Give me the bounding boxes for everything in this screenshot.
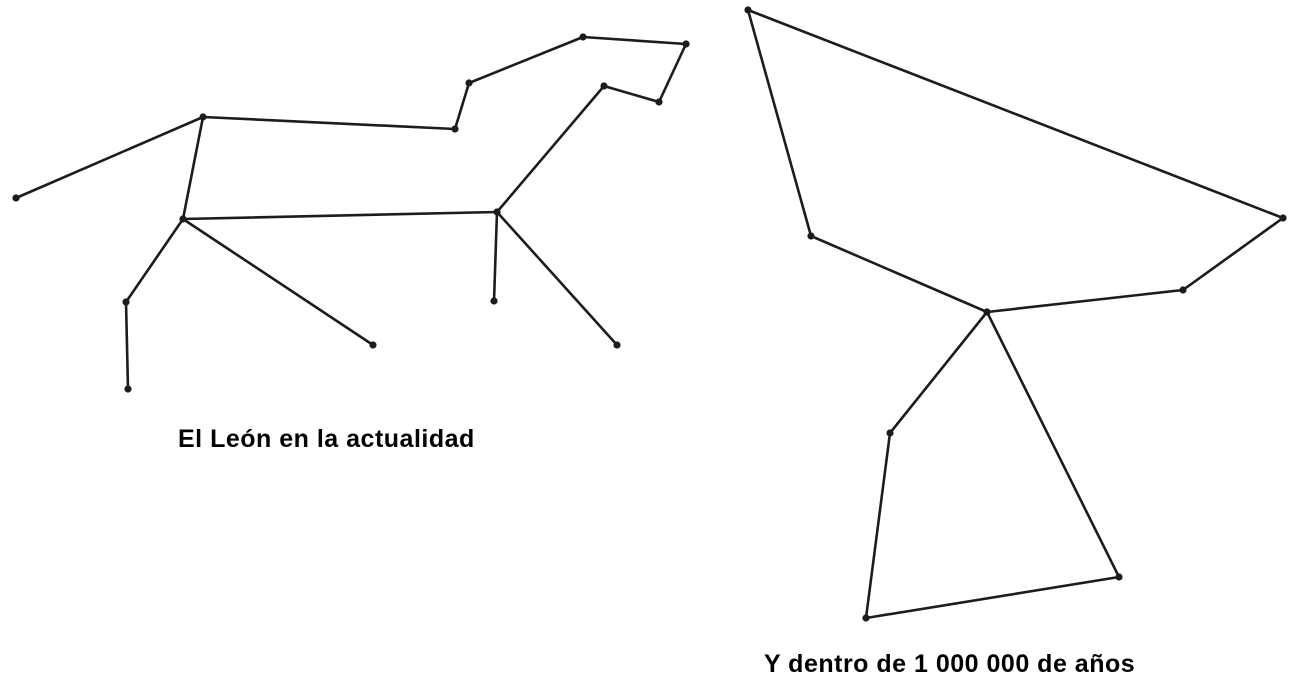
star-dot [1179, 286, 1187, 294]
constellation-line [864, 431, 892, 620]
constellation-line [467, 35, 585, 85]
star-dot [1279, 214, 1287, 222]
star-dot [199, 113, 207, 121]
constellation-line [201, 115, 457, 131]
star-dot [493, 208, 501, 216]
star-dot [807, 232, 815, 240]
star-dot [862, 614, 870, 622]
star-dot [886, 429, 894, 437]
constellation-leo-future [744, 6, 1287, 622]
constellation-line [1181, 216, 1285, 292]
constellation-line [181, 210, 499, 221]
star-dot [490, 297, 498, 305]
star-dot [682, 40, 690, 48]
star-dot [451, 125, 459, 133]
constellation-line [985, 310, 1121, 579]
constellation-line [124, 217, 185, 304]
caption-leo-future: Y dentro de 1 000 000 de años [764, 650, 1136, 678]
constellation-line [181, 115, 205, 221]
constellation-line [746, 8, 1285, 220]
star-dot [369, 341, 377, 349]
constellation-line [453, 81, 471, 131]
constellation-line [657, 42, 688, 104]
constellation-line [888, 310, 989, 435]
star-dot [579, 33, 587, 41]
constellation-line [985, 288, 1185, 314]
star-dot [983, 308, 991, 316]
caption-leo-today: El León en la actualidad [178, 425, 475, 453]
constellation-line [495, 210, 619, 347]
star-dot [12, 194, 20, 202]
constellation-line [124, 300, 130, 391]
constellation-line [864, 575, 1121, 620]
constellation-line [181, 217, 375, 347]
star-dot [613, 341, 621, 349]
star-dot [122, 298, 130, 306]
star-dot [600, 82, 608, 90]
star-dot [465, 79, 473, 87]
constellation-line [492, 210, 499, 303]
star-dot [179, 215, 187, 223]
constellation-line [746, 8, 813, 238]
constellation-line [581, 35, 688, 46]
constellation-line [14, 115, 205, 200]
star-dot [744, 6, 752, 14]
star-dot [655, 98, 663, 106]
constellation-line [602, 84, 661, 104]
star-dot [1115, 573, 1123, 581]
constellation-leo-today [12, 33, 690, 393]
star-dot [124, 385, 132, 393]
constellation-line [809, 234, 989, 314]
constellation-line [495, 84, 606, 214]
